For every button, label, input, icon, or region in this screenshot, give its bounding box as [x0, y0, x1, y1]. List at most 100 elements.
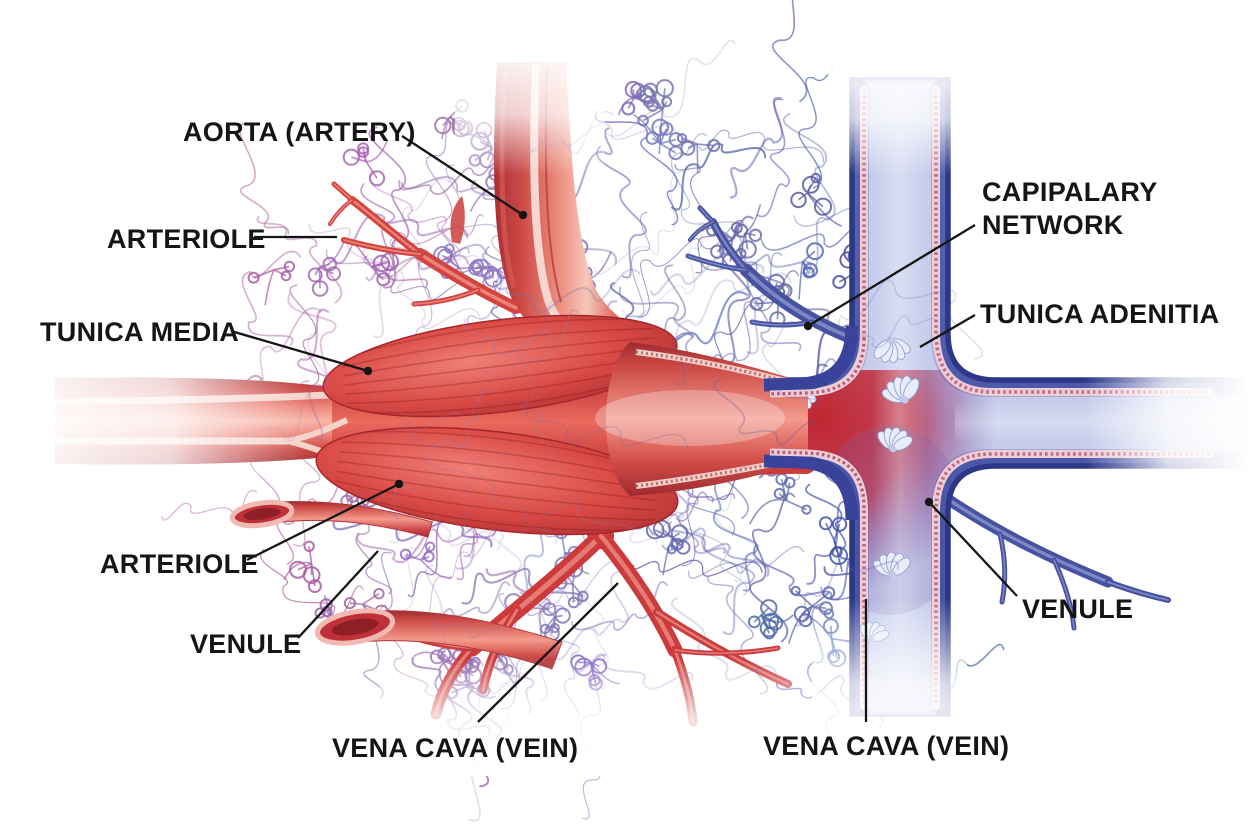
- berry-circle: [768, 615, 784, 631]
- label-line: VENULE: [190, 629, 301, 659]
- berry-stem: [310, 563, 316, 587]
- vein-corner-bottom: [763, 454, 859, 521]
- capillary-thread: [369, 169, 461, 257]
- berry-stem: [760, 614, 770, 634]
- label-line: ARTERIOLE: [100, 549, 259, 579]
- berry-stem: [806, 192, 842, 227]
- berry-stem: [274, 265, 290, 271]
- label-line: VENA CAVA (VEIN): [332, 733, 578, 763]
- label-aorta-artery: AORTA (ARTERY): [183, 117, 416, 147]
- berry-circle: [549, 622, 560, 634]
- capillary-berry-cluster: [342, 138, 389, 187]
- capillary-thread: [687, 545, 805, 579]
- berry-circle: [369, 170, 386, 187]
- label-line: ARTERIOLE: [107, 224, 266, 254]
- capillary-thread: [433, 514, 522, 571]
- berry-circle: [307, 267, 323, 283]
- vessel-branch: [328, 198, 354, 226]
- capillary-thread: [712, 480, 759, 592]
- berry-circle: [810, 172, 821, 184]
- label-line: TUNICA ADENITIA: [980, 299, 1219, 329]
- tree-bottom-fade: [380, 658, 820, 776]
- vessel-branch-highlight: [674, 647, 779, 654]
- berry-stem: [731, 227, 738, 240]
- label-venule-right: VENULE: [1022, 594, 1133, 624]
- berry-stem: [804, 605, 814, 621]
- capillary-thread: [419, 525, 509, 620]
- label-tunica-media: TUNICA MEDIA: [40, 317, 239, 347]
- berry-stem: [308, 546, 313, 564]
- berry-circle: [790, 191, 807, 209]
- capillary-thread: [332, 518, 493, 548]
- berry-circle: [831, 546, 843, 558]
- berry-circle: [372, 254, 391, 273]
- berry-circle: [423, 551, 435, 563]
- striation-line: [344, 346, 656, 386]
- berry-circle: [670, 537, 684, 551]
- berry-circle: [747, 615, 761, 629]
- berry-circle: [289, 560, 307, 579]
- berry-stem: [647, 95, 664, 111]
- capillary-thread: [782, 112, 836, 275]
- capillary-berry-cluster: [676, 133, 721, 174]
- capillary-thread: [794, 557, 899, 627]
- label-arteriole-lower: ARTERIOLE: [100, 549, 259, 579]
- berry-stem: [697, 143, 714, 147]
- capillary-thread: [308, 223, 398, 339]
- leader-aorta-artery: [401, 135, 524, 216]
- leader-venule-left: [297, 550, 379, 639]
- capillary-thread: [734, 219, 775, 355]
- berry-circle: [748, 228, 763, 243]
- berry-stem: [825, 522, 835, 541]
- berry-stem: [371, 260, 390, 268]
- berry-circle: [357, 146, 370, 158]
- berry-stem: [649, 89, 664, 110]
- capillary-thread: [475, 468, 558, 545]
- capillary-thread: [425, 121, 456, 263]
- berry-stem: [659, 138, 677, 145]
- capillary-thread: [621, 221, 705, 318]
- berry-circle: [326, 266, 341, 282]
- vein-lining-speckle: [934, 452, 1210, 706]
- valve-base: [886, 336, 894, 344]
- capillary-thread: [356, 516, 496, 564]
- leader-tunica-media: [230, 329, 369, 373]
- capillary-thread: [505, 268, 641, 314]
- vessel-opening-lumen: [331, 618, 379, 636]
- capillary-thread: [729, 97, 784, 199]
- berry-stem: [659, 128, 668, 144]
- label-line: CAPIPALARY: [982, 177, 1158, 207]
- capillary-thread: [287, 291, 337, 440]
- capillary-thread: [553, 570, 630, 661]
- berry-stem: [659, 142, 677, 154]
- vein-bottom-fade: [812, 598, 967, 768]
- muscle-bundle: [315, 426, 679, 536]
- capillary-thread: [571, 581, 668, 631]
- vessel-opening-lumen: [243, 507, 281, 521]
- artery-left-fade: [0, 350, 310, 476]
- berry-circle: [621, 101, 636, 116]
- berry-stem: [661, 88, 666, 110]
- tunica-media-bundle-upper: [322, 314, 678, 418]
- capillary-berry-cluster: [790, 172, 842, 227]
- artery-wide-tube: [606, 342, 808, 496]
- vessel-branch-highlight: [687, 255, 747, 271]
- striation-line: [336, 470, 655, 512]
- berry-stem: [571, 583, 584, 597]
- capillary-thread: [353, 361, 466, 435]
- vein-lining: [932, 86, 1214, 396]
- vein-corner-bottom-dots: [769, 450, 866, 509]
- berry-circle: [376, 272, 391, 287]
- berry-circle: [280, 270, 292, 282]
- leader-dot-venule-right: [924, 497, 934, 507]
- leader-arteriole-lower: [246, 482, 400, 562]
- capillary-thread: [260, 548, 364, 617]
- capillary-thread: [425, 564, 501, 639]
- berry-circle: [670, 524, 689, 543]
- vessel-branch-highlight: [711, 220, 748, 272]
- leader-venule-right: [928, 501, 1018, 597]
- label-vena-cava-left: VENA CAVA (VEIN): [332, 733, 578, 763]
- berry-stem: [366, 138, 389, 163]
- capillary-berry-cluster: [637, 79, 674, 155]
